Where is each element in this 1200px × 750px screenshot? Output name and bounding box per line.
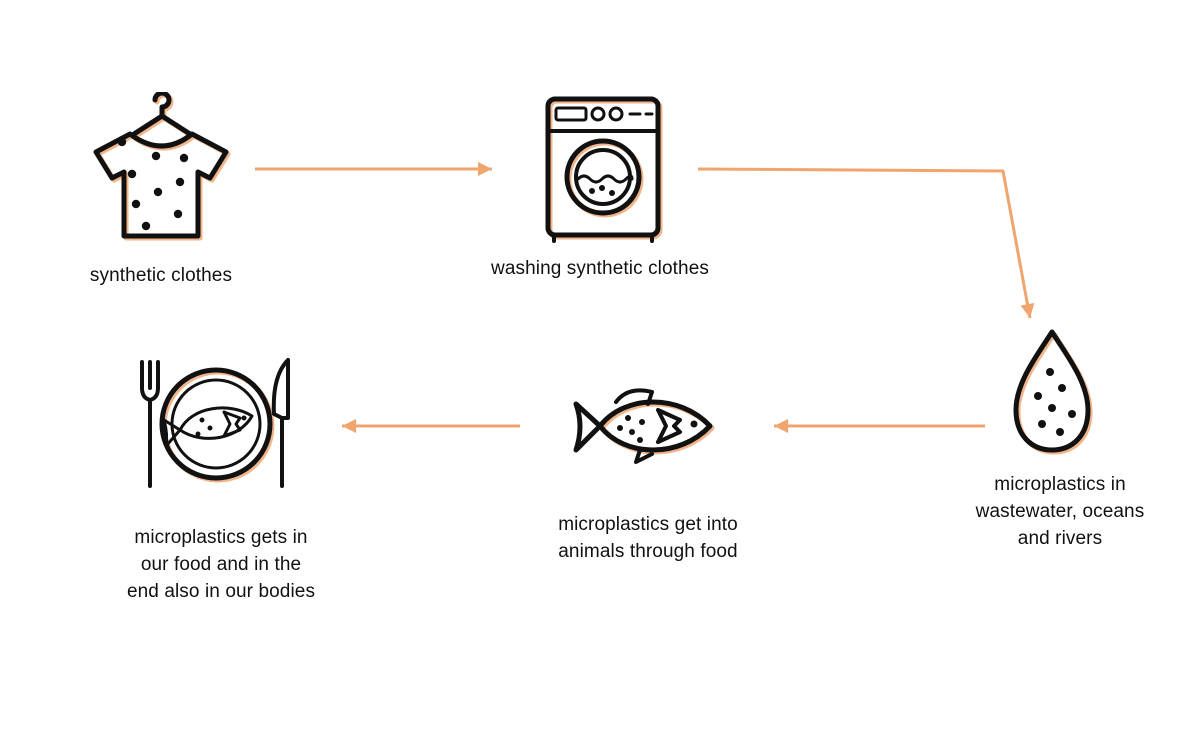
label-line: wastewater, oceans [975,501,1145,522]
arrow-wastewater-to-animals [774,419,985,433]
label-line: animals through food [558,541,738,562]
label-food: microplastics gets in our food and in th… [86,524,356,605]
tshirt-icon [84,90,234,247]
water-drop-icon [1008,326,1100,458]
label-line: microplastics in [994,474,1126,495]
label-text: synthetic clothes [89,265,233,286]
label-animals: microplastics get into animals through f… [508,511,788,565]
arrow-washing-to-wastewater [697,167,1035,319]
fish-icon [570,380,722,472]
plate-fish-icon [134,354,296,490]
label-synthetic-clothes: synthetic clothes [50,262,272,289]
arrowhead [342,419,356,433]
arrowhead [478,162,492,176]
label-text: washing synthetic clothes [491,258,709,279]
washing-machine-icon [542,95,666,245]
label-line: our food and in the [140,554,302,575]
label-line: end also in our bodies [126,581,316,602]
arrow-clothes-to-washing [255,162,492,176]
arrowhead [1020,302,1035,318]
label-line: microplastics gets in [134,527,308,548]
arrowhead [774,419,788,433]
label-wastewater: microplastics in wastewater, oceans and … [944,471,1176,552]
arrow-animals-to-food [342,419,520,433]
label-line: microplastics get into [558,514,738,535]
label-line: and rivers [1017,528,1103,549]
label-washing: washing synthetic clothes [450,255,750,282]
